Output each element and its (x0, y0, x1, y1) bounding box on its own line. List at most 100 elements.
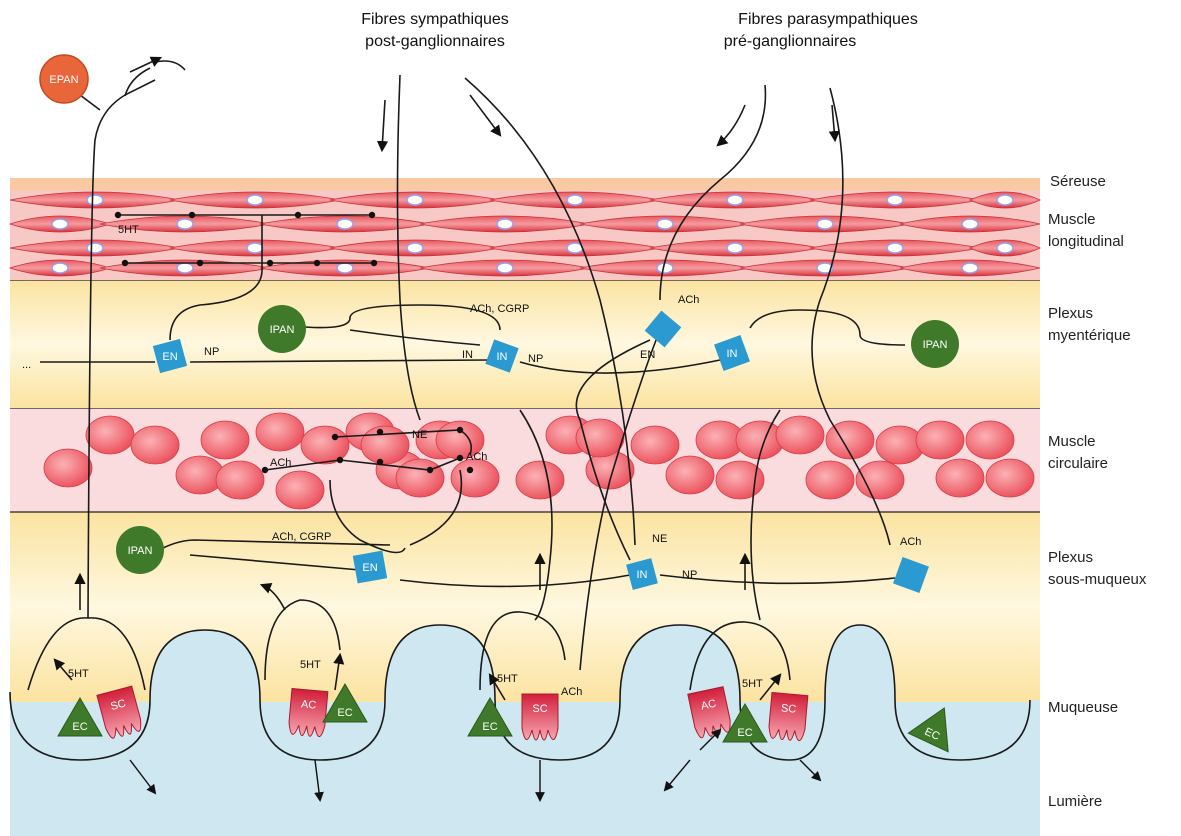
muscle-nucleus (997, 243, 1013, 253)
epan-neuron[interactable]: EPAN (40, 55, 88, 103)
circular-muscle-cell (131, 426, 179, 464)
ipan-label: IPAN (270, 324, 295, 336)
en-label: EN (362, 562, 377, 574)
muscle-nucleus (177, 219, 193, 229)
label-sereuse: Séreuse (1050, 173, 1106, 190)
muscle-nucleus (52, 219, 68, 229)
ac-cell-1: AC (288, 689, 328, 738)
ipan-neuron-myenteric-left[interactable]: IPAN (258, 305, 306, 353)
sc-cell-3: SC (768, 693, 808, 742)
label-np-myenteric: NP (528, 353, 543, 365)
circular-muscle-cell (256, 413, 304, 451)
synapse-dot (457, 427, 463, 433)
muscle-nucleus (997, 195, 1013, 205)
label-5ht-mucosa-1: 5HT (68, 668, 89, 680)
circular-muscle-cell (451, 459, 499, 497)
label-5ht-longitudinal: 5HT (118, 224, 139, 236)
muscle-nucleus (657, 219, 673, 229)
label-ne-circular: NE (412, 429, 427, 441)
ipan-neuron-submucosal[interactable]: IPAN (116, 526, 164, 574)
ipan-label: IPAN (923, 339, 948, 351)
label-ach-circular-left: ACh (270, 457, 291, 469)
muscle-nucleus (87, 195, 103, 205)
synapse-dot (371, 260, 377, 266)
label-np-left: NP (204, 346, 219, 358)
epan-label: EPAN (49, 74, 78, 86)
muscle-nucleus (817, 219, 833, 229)
label-np-submucosal: NP (682, 569, 697, 581)
circular-muscle-cell (916, 421, 964, 459)
label-ach-cgrp-submucosal: ACh, CGRP (272, 531, 331, 543)
ipan-neuron-myenteric-right[interactable]: IPAN (911, 320, 959, 368)
synapse-dot (369, 212, 375, 218)
synapse-dot (377, 429, 383, 435)
circular-muscle-cell (276, 471, 324, 509)
muscle-nucleus (657, 263, 673, 273)
label-submucosal-1: Plexus (1048, 549, 1093, 566)
synapse-dot (262, 467, 268, 473)
muscle-nucleus (337, 219, 353, 229)
label-ach-myenteric: ACh (678, 294, 699, 306)
ec-label: EC (337, 707, 352, 719)
label-5ht-mucosa-2: 5HT (300, 659, 321, 671)
muscle-nucleus (52, 263, 68, 273)
circular-muscle-cell (966, 421, 1014, 459)
parasympathetic-header-line2: pré-ganglionnaires (724, 33, 857, 50)
circular-muscle-cell (631, 426, 679, 464)
label-lumen: Lumière (1048, 793, 1102, 810)
synapse-dot (197, 260, 203, 266)
circular-muscle-cell (44, 449, 92, 487)
en-neuron-submucosal[interactable]: EN (353, 551, 387, 584)
synapse-dot (377, 459, 383, 465)
circular-muscle-cell (856, 461, 904, 499)
label-5ht-mucosa-4: 5HT (742, 678, 763, 690)
in-label: IN (637, 569, 648, 581)
muscle-nucleus (727, 195, 743, 205)
muscle-nucleus (87, 243, 103, 253)
label-en-myenteric: EN (640, 349, 655, 361)
synapse-dot (189, 212, 195, 218)
muscle-nucleus (567, 195, 583, 205)
synapse-dot (337, 457, 343, 463)
ipan-label: IPAN (128, 545, 153, 557)
label-circular-2: circulaire (1048, 455, 1108, 472)
circular-muscle-cell (806, 461, 854, 499)
ec-label: EC (72, 721, 87, 733)
circular-muscle-cell (361, 426, 409, 464)
label-ach-circular-right: ACh (466, 451, 487, 463)
sympathetic-header-line2: post-ganglionnaires (365, 33, 505, 50)
muscle-nucleus (497, 263, 513, 273)
ac-shape (288, 689, 328, 738)
label-in-myenteric: IN (462, 349, 473, 361)
synapse-dot (115, 212, 121, 218)
label-mucosa: Muqueuse (1048, 699, 1118, 716)
label-longitudinal-2: longitudinal (1048, 233, 1124, 250)
circular-muscle-cell (776, 416, 824, 454)
muscle-nucleus (407, 195, 423, 205)
sc-label: SC (532, 703, 547, 715)
circular-muscle-cell (936, 459, 984, 497)
muscle-nucleus (247, 243, 263, 253)
label-longitudinal-1: Muscle (1048, 211, 1096, 228)
circular-muscle-cell (516, 461, 564, 499)
sympathetic-header-line1: Fibres sympathiques (361, 11, 509, 28)
label-ach-submucosal: ACh (900, 536, 921, 548)
muscle-nucleus (407, 243, 423, 253)
synapse-dot (427, 467, 433, 473)
ec-label: EC (482, 721, 497, 733)
muscle-nucleus (247, 195, 263, 205)
synapse-dot (314, 260, 320, 266)
circular-muscle-cell (201, 421, 249, 459)
label-ach-mucosa: ACh (561, 686, 582, 698)
muscle-nucleus (337, 263, 353, 273)
muscle-nucleus (962, 263, 978, 273)
label-ne-submucosal: NE (652, 533, 667, 545)
parasympathetic-header-line1: Fibres parasympathiques (738, 11, 918, 28)
sc-label: SC (780, 702, 796, 715)
label-myenteric-2: myentérique (1048, 327, 1131, 344)
circular-muscle-cell (216, 461, 264, 499)
synapse-dot (295, 212, 301, 218)
in-label: IN (727, 348, 738, 360)
